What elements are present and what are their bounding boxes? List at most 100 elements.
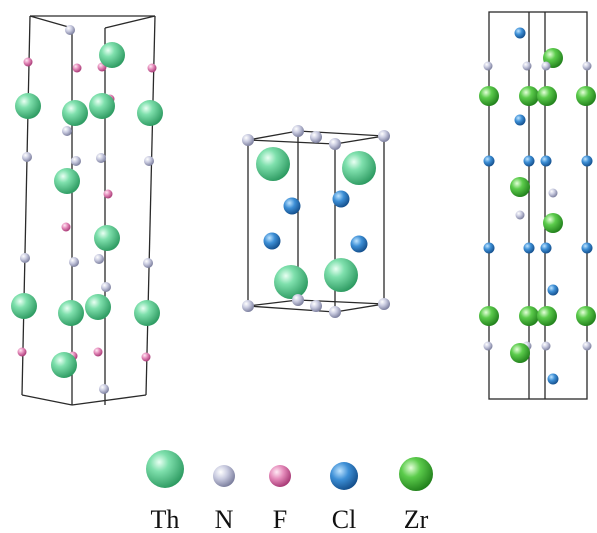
zirconium-atom — [479, 86, 499, 106]
chlorine-atom — [514, 27, 526, 39]
nitrogen-atom — [71, 156, 81, 166]
nitrogen-atom — [329, 306, 341, 318]
left-unit-cell — [21, 15, 156, 406]
zirconium-atom — [543, 213, 563, 233]
thorium-atom — [137, 100, 163, 126]
nitrogen-atom — [378, 298, 390, 310]
zirconium-atom — [510, 177, 530, 197]
thorium-atom — [342, 151, 376, 185]
zirconium-atom — [519, 306, 539, 326]
legend: Th N F Cl Zr — [146, 450, 433, 533]
nitrogen-atom — [94, 254, 104, 264]
chlorine-atom — [350, 235, 368, 253]
nitrogen-atom — [310, 131, 322, 143]
nitrogen-atom — [65, 25, 75, 35]
middle-structure — [242, 125, 390, 318]
thorium-atom — [99, 42, 125, 68]
nitrogen-atom — [96, 153, 106, 163]
nitrogen-atom — [541, 61, 551, 71]
thorium-atom — [15, 93, 41, 119]
legend-label-n: N — [215, 505, 234, 533]
nitrogen-swatch — [213, 465, 235, 487]
thorium-atom — [134, 300, 160, 326]
nitrogen-atom — [378, 130, 390, 142]
nitrogen-atom — [62, 126, 72, 136]
thorium-atom — [324, 258, 358, 292]
thorium-swatch — [146, 450, 184, 488]
fluorine-atom — [103, 189, 113, 199]
chlorine-atom — [547, 284, 559, 296]
legend-label-cl: Cl — [332, 505, 357, 533]
legend-item-f: F — [269, 465, 291, 533]
fluorine-atom — [17, 347, 27, 357]
nitrogen-atom — [310, 300, 322, 312]
nitrogen-atom — [483, 341, 493, 351]
zirconium-atom — [576, 306, 596, 326]
legend-label-f: F — [273, 505, 287, 533]
thorium-atom — [89, 93, 115, 119]
chlorine-atom — [581, 242, 593, 254]
fluorine-atom — [147, 63, 157, 73]
fluorine-atom — [61, 222, 71, 232]
thorium-atom — [94, 225, 120, 251]
nitrogen-atom — [144, 156, 154, 166]
thorium-atom — [11, 293, 37, 319]
nitrogen-atom — [522, 61, 532, 71]
legend-label-th: Th — [151, 505, 180, 533]
nitrogen-atom — [582, 341, 592, 351]
left-atoms — [11, 25, 163, 394]
chlorine-swatch — [330, 462, 358, 490]
nitrogen-atom — [541, 341, 551, 351]
chlorine-atom — [514, 114, 526, 126]
fluorine-atom — [141, 352, 151, 362]
zirconium-atom — [576, 86, 596, 106]
chlorine-atom — [540, 242, 552, 254]
chlorine-atom — [483, 155, 495, 167]
thorium-atom — [51, 352, 77, 378]
thorium-atom — [62, 100, 88, 126]
thorium-atom — [256, 147, 290, 181]
legend-item-zr: Zr — [399, 457, 433, 533]
zirconium-atom — [479, 306, 499, 326]
legend-item-n: N — [213, 465, 235, 533]
chlorine-atom — [523, 242, 535, 254]
nitrogen-atom — [143, 258, 153, 268]
chlorine-atom — [263, 232, 281, 250]
zirconium-atom — [537, 306, 557, 326]
middle-atoms — [242, 125, 390, 318]
nitrogen-atom — [515, 210, 525, 220]
nitrogen-atom — [329, 138, 341, 150]
zirconium-swatch — [399, 457, 433, 491]
nitrogen-atom — [292, 294, 304, 306]
chlorine-atom — [283, 197, 301, 215]
chlorine-atom — [581, 155, 593, 167]
legend-label-zr: Zr — [404, 505, 429, 533]
thorium-atom — [274, 265, 308, 299]
right-atoms — [479, 27, 596, 385]
fluorine-atom — [93, 347, 103, 357]
chlorine-atom — [540, 155, 552, 167]
nitrogen-atom — [483, 61, 493, 71]
fluorine-atom — [72, 63, 82, 73]
nitrogen-atom — [69, 257, 79, 267]
nitrogen-atom — [582, 61, 592, 71]
fluorine-atom — [23, 57, 33, 67]
nitrogen-atom — [22, 152, 32, 162]
legend-item-th: Th — [146, 450, 184, 533]
left-structure — [11, 15, 163, 406]
thorium-atom — [58, 300, 84, 326]
nitrogen-atom — [242, 300, 254, 312]
nitrogen-atom — [101, 282, 111, 292]
zirconium-atom — [510, 343, 530, 363]
chlorine-atom — [523, 155, 535, 167]
thorium-atom — [85, 294, 111, 320]
nitrogen-atom — [548, 188, 558, 198]
chlorine-atom — [547, 373, 559, 385]
legend-item-cl: Cl — [330, 462, 358, 533]
chlorine-atom — [483, 242, 495, 254]
right-structure — [479, 11, 596, 400]
nitrogen-atom — [99, 384, 109, 394]
thorium-atom — [54, 168, 80, 194]
zirconium-atom — [519, 86, 539, 106]
right-unit-cell — [488, 11, 588, 400]
